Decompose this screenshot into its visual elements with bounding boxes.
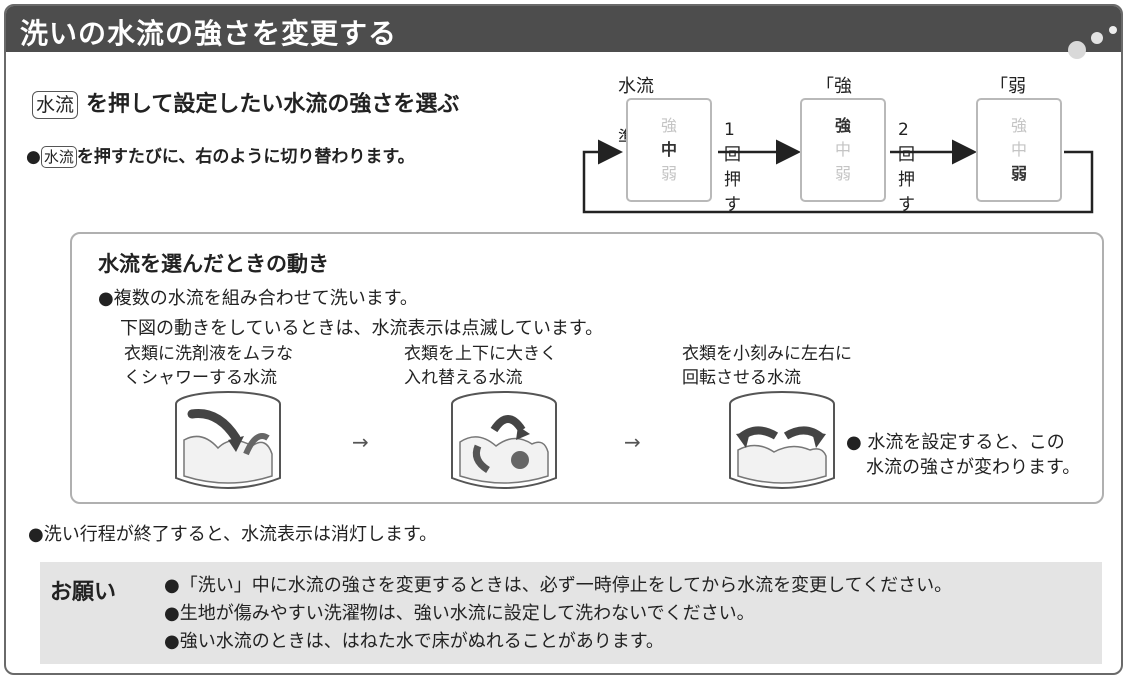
tub-updown-icon (451, 391, 557, 489)
level-indicator: 弱 (834, 164, 851, 183)
tub-rotate-icon (729, 391, 835, 489)
level-box-strong: 強中弱 (800, 98, 886, 202)
page-title: 洗いの水流の強さを変更する (20, 17, 398, 50)
level-indicator: 中 (1010, 140, 1027, 159)
note-text: を押すたびに、右のように切り替わります。 (76, 147, 415, 167)
level-box-standard: 強中弱 (626, 98, 712, 202)
flow-motion-panel: 水流を選んだときの動き ●複数の水流を組み合わせて洗います。 下図の動きをしてい… (70, 232, 1104, 504)
request-item: ●生地が傷みやすい洗濯物は、強い水流に設定して洗わないでください。 (164, 603, 755, 624)
end-note: ●洗い行程が終了すると、水流表示は消灯します。 (28, 524, 438, 545)
level-indicator: 強 (1010, 116, 1027, 135)
level-indicator: 強 (660, 116, 677, 135)
request-title: お願い (50, 580, 117, 605)
step-text: を押して設定したい水流の強さを選ぶ (86, 92, 460, 117)
level-box-weak: 強中弱 (976, 98, 1062, 202)
sequence-arrow-2: → (624, 430, 641, 454)
level-indicator: 中 (834, 140, 851, 159)
caption-shower: 衣類に洗剤液をムラな くシャワーする水流 (124, 344, 294, 388)
panel-bullet: ●複数の水流を組み合わせて洗います。 (98, 288, 418, 309)
request-item: ●強い水流のときは、はねた水で床がぬれることがあります。 (164, 631, 664, 652)
request-box: お願い ●「洗い」中に水流の強さを変更するときは、必ず一時停止をしてから水流を変… (40, 562, 1102, 664)
page-frame: 洗いの水流の強さを変更する 水流を押して設定したい水流の強さを選ぶ ●水流を押す… (4, 4, 1123, 675)
panel-title: 水流を選んだときの動き (98, 252, 329, 276)
press-once-label: 1回押す (724, 120, 741, 215)
panel-line2: 下図の動きをしているときは、水流表示は点滅しています。 (120, 318, 604, 339)
level-indicator: 弱 (1010, 164, 1027, 183)
return-arrow (582, 139, 1094, 214)
water-flow-key-small: 水流 (40, 146, 77, 168)
level-indicator: 弱 (660, 164, 677, 183)
caption-updown: 衣類を上下に大きく 入れ替える水流 (404, 344, 557, 388)
sequence-arrow-1: → (352, 430, 369, 454)
step-instruction: 水流を押して設定したい水流の強さを選ぶ (32, 86, 459, 119)
tub-shower-icon (175, 391, 281, 489)
title-bar: 洗いの水流の強さを変更する (6, 6, 1121, 59)
level-indicator: 中 (660, 140, 677, 159)
note-bullet: ● (26, 147, 41, 167)
decorative-dots-icon (1068, 26, 1117, 59)
panel-side-note: ● 水流を設定すると、この 水流の強さが変わります。 (846, 432, 1081, 478)
press-twice-label: 2回押す (898, 120, 915, 215)
request-item: ●「洗い」中に水流の強さを変更するときは、必ず一時停止をしてから水流を変更してく… (164, 575, 953, 596)
caption-rotate: 衣類を小刻みに左右に 回転させる水流 (682, 344, 852, 388)
step-note: ●水流を押すたびに、右のように切り替わります。 (26, 142, 415, 168)
water-flow-key: 水流 (32, 91, 79, 119)
cycle-arrows (582, 139, 1094, 214)
request-list: ●「洗い」中に水流の強さを変更するときは、必ず一時停止をしてから水流を変更してく… (164, 572, 952, 656)
level-indicator: 強 (834, 116, 851, 135)
